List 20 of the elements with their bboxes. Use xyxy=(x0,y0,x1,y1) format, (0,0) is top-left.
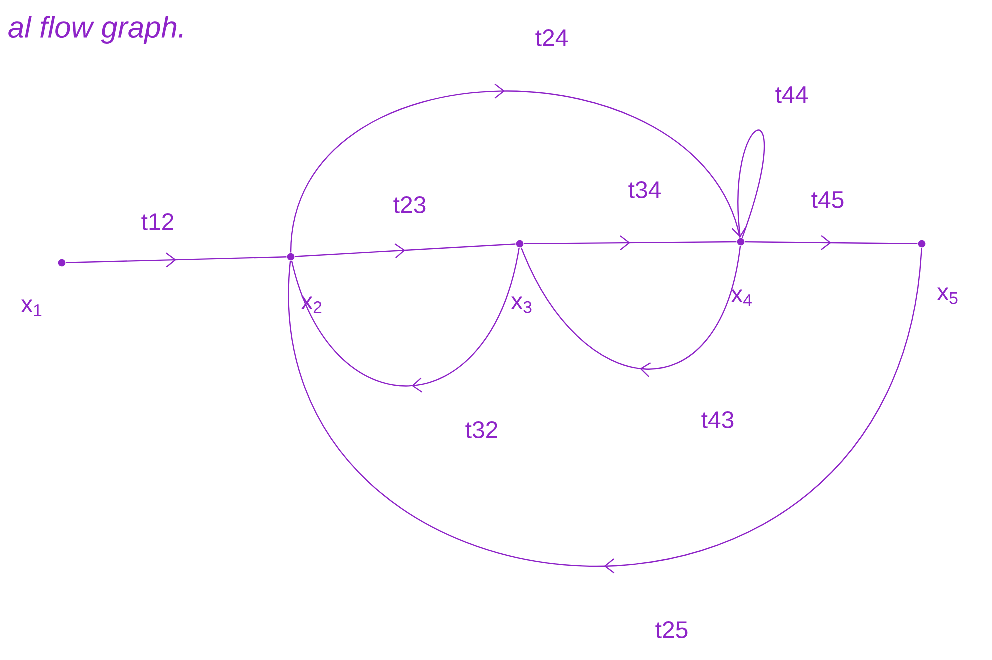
edge-label: t34 xyxy=(628,182,661,198)
edge-label: t44 xyxy=(776,86,808,104)
title: al flow graph. xyxy=(8,16,183,44)
node-dot xyxy=(918,240,926,248)
edge-label: t23 xyxy=(394,196,426,214)
edge-label: t12 xyxy=(142,214,174,230)
edge-label: t32 xyxy=(466,422,498,438)
node-dot xyxy=(737,238,745,246)
edge-label: t45 xyxy=(812,192,844,208)
node-dot xyxy=(287,253,295,261)
node-label: x$_{4}$ xyxy=(731,290,752,306)
node-label: x$_{5}$ xyxy=(937,288,958,304)
arrow xyxy=(732,130,765,238)
node-dot xyxy=(58,259,66,267)
edge-label: t24 xyxy=(536,30,568,46)
edge-label: t43 xyxy=(702,412,734,428)
node-label: x$_{3}$ xyxy=(511,296,532,314)
node-label: x$_{1}$ xyxy=(21,300,42,316)
edge-label: t25 xyxy=(656,622,688,638)
node-dot xyxy=(516,240,524,248)
